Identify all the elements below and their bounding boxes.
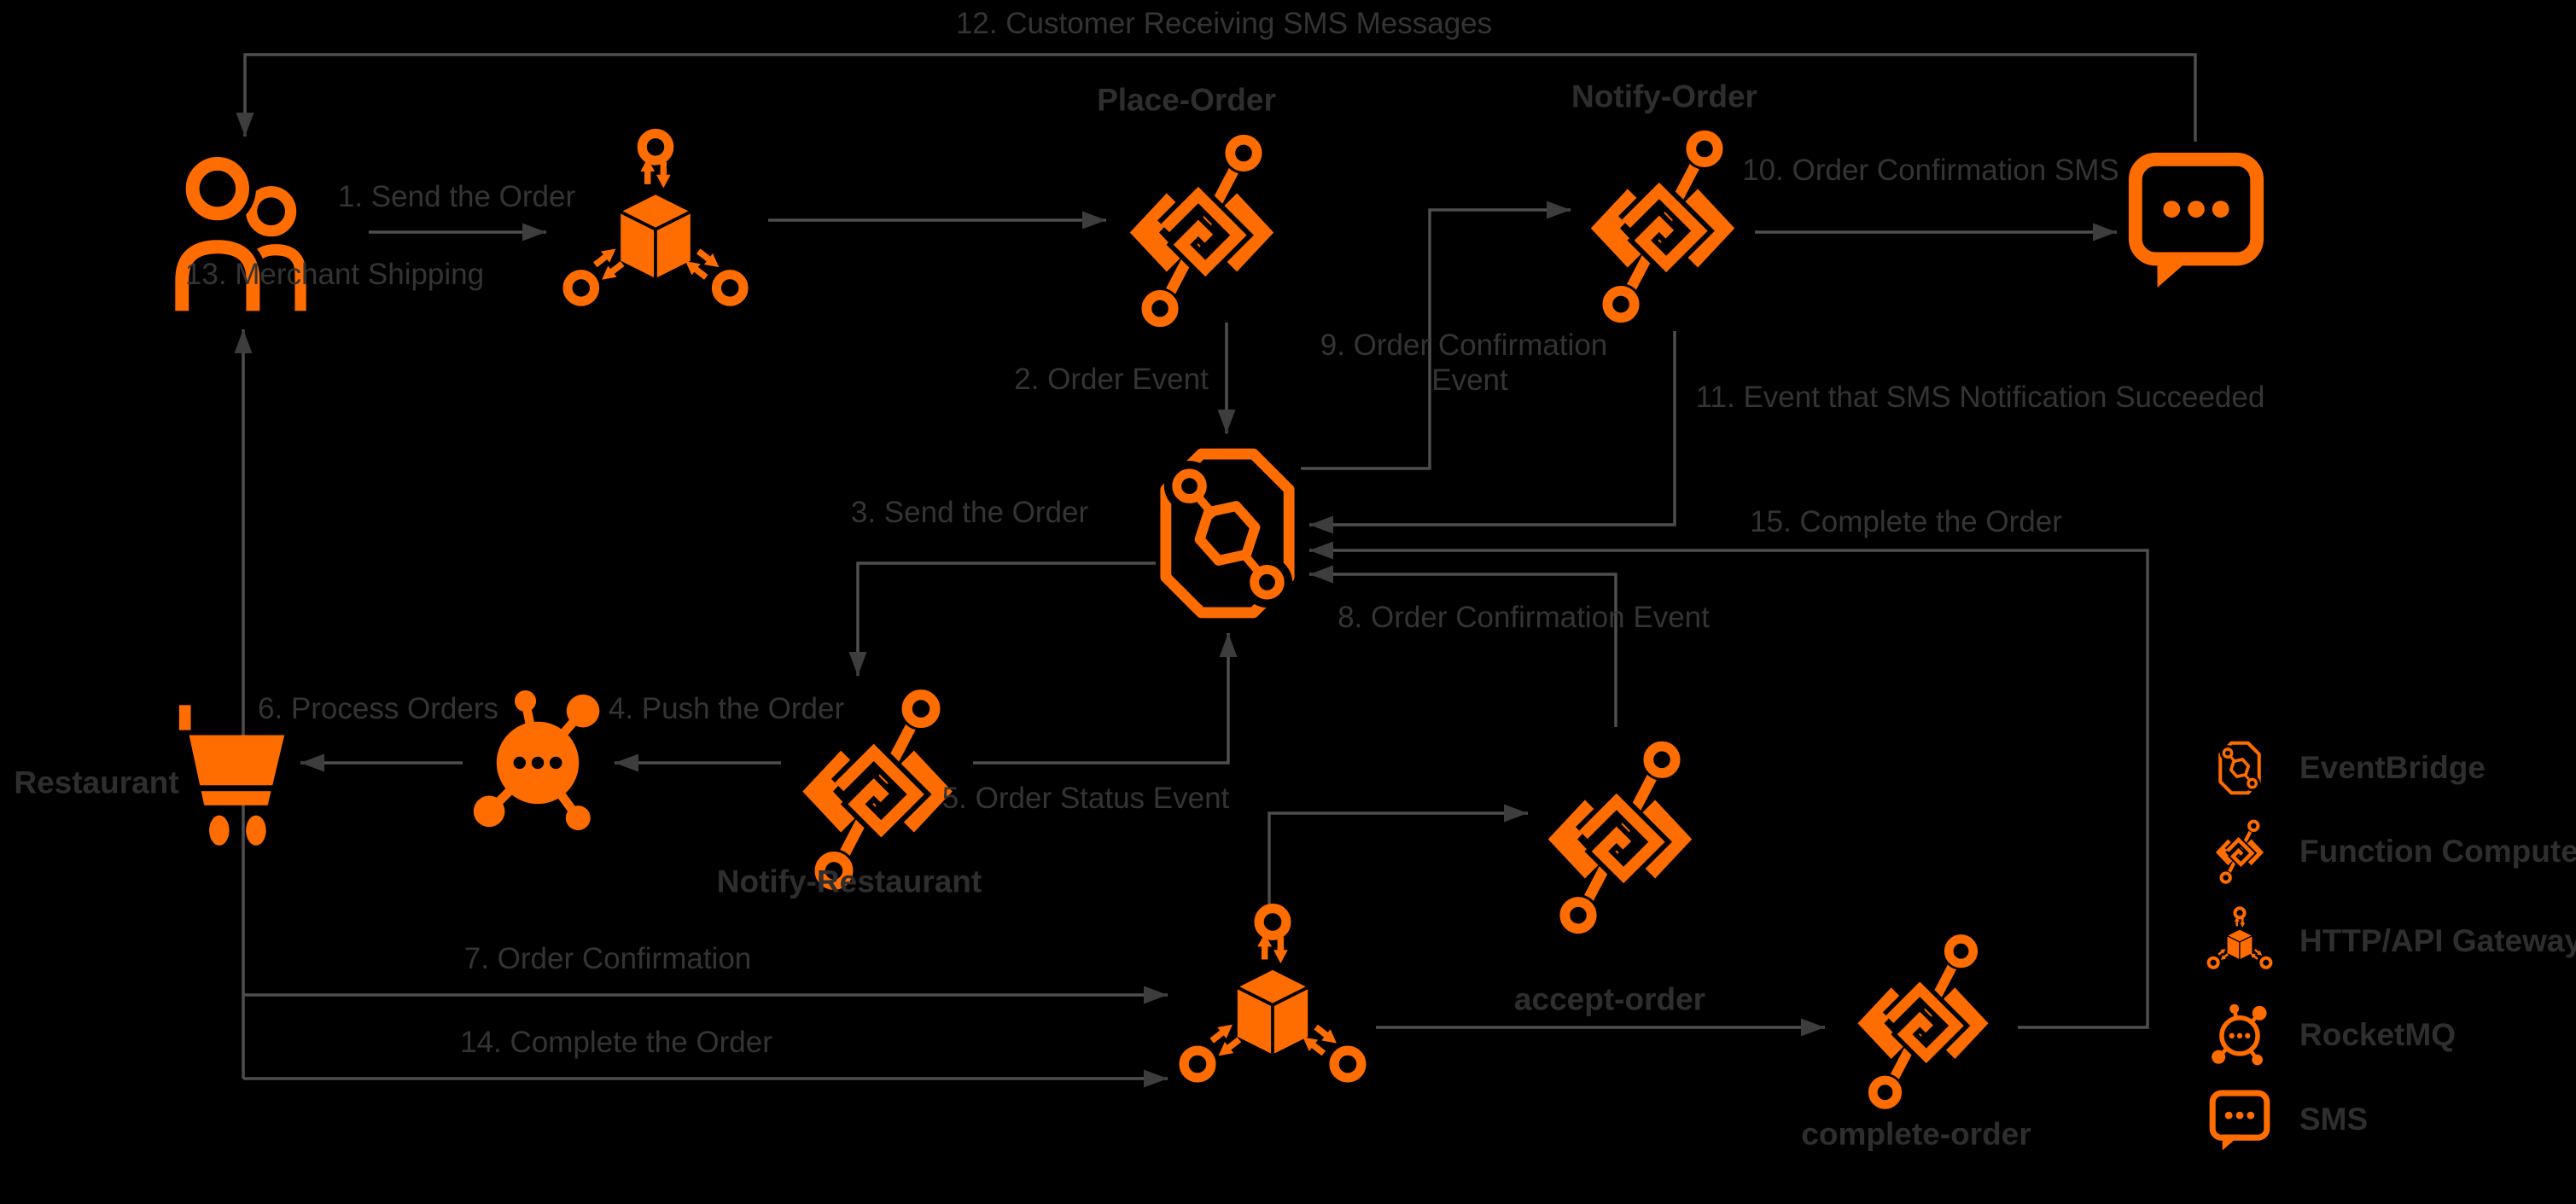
label-6-process-orders: 6. Process Orders (257, 691, 499, 725)
edge-order-status-event (973, 633, 1238, 765)
node-gateway-top (553, 128, 758, 326)
arrowhead (236, 113, 254, 137)
rocketmq-solid-icon (473, 690, 600, 831)
users-icon (171, 150, 306, 311)
node-gateway-bottom (1174, 903, 1371, 1102)
rocketmq-ring-icon (2212, 1003, 2267, 1066)
edge-gateway-to-place-order (768, 211, 1106, 230)
label-event: Event (1431, 363, 1508, 397)
node-customer (171, 143, 314, 321)
legend-label-eventbridge: EventBridge (2299, 750, 2486, 785)
label-8-order-confirmation-event: 8. Order Confirmation Event (1338, 600, 1710, 634)
sms-icon (2209, 1090, 2270, 1151)
legend-icon-rocketmq (2206, 1001, 2274, 1069)
arrowhead (234, 329, 253, 353)
arrowhead (1309, 565, 1333, 584)
arrowhead (615, 753, 638, 772)
arrowhead (1217, 410, 1236, 433)
edge-merchant-shipping-13 (234, 329, 253, 1079)
edge-order-event (1217, 323, 1236, 433)
label-1-send-the-order: 1. Send the Order (337, 179, 576, 213)
label-12-customer-receiving-sms-messages: 12. Customer Receiving SMS Messages (955, 6, 1493, 40)
legend-icon-eventbridge (2212, 740, 2268, 796)
legend-label-sms: SMS (2299, 1102, 2369, 1137)
legend-label-rocketmq: RocketMQ (2299, 1017, 2456, 1052)
arrowhead (300, 753, 324, 772)
arrowhead (2093, 223, 2117, 241)
arrowhead (1309, 541, 1333, 560)
node-place-order (1116, 128, 1287, 333)
label-3-send-the-order: 3. Send the Order (850, 495, 1089, 529)
edge-gateway-to-accept-order (1268, 804, 1528, 904)
api-gateway-icon (562, 128, 749, 306)
legend-label-function-compute: Function Compute (2299, 834, 2576, 869)
edge-order-confirmation-event-9 (1301, 201, 1571, 470)
label-notify-order: Notify-Order (1571, 79, 1757, 114)
edge-order-confirmation-event-8 (1309, 565, 1617, 727)
edge-complete-the-order-14 (243, 1069, 1168, 1088)
edge-customer-receiving-sms-12 (236, 53, 2197, 142)
arrowhead (1219, 633, 1238, 657)
label-15-complete-the-order: 15. Complete the Order (1750, 504, 2062, 538)
legend-icon-http-api-gateway (2205, 906, 2275, 976)
node-eventbridge (1156, 443, 1299, 624)
arrowhead (522, 223, 546, 241)
eventbridge-icon (1160, 448, 1295, 619)
node-notify-order (1577, 124, 1748, 329)
label-restaurant: Restaurant (14, 765, 179, 800)
label-13-merchant-shipping: 13. Merchant Shipping (184, 257, 485, 291)
label-place-order: Place-Order (1097, 82, 1276, 118)
function-compute-icon (1129, 131, 1274, 330)
label-9-order-confirmation: 9. Order Confirmation (1320, 328, 1608, 362)
label-2-order-event: 2. Order Event (1014, 362, 1209, 396)
label-10-order-confirmation-sms: 10. Order Confirmation SMS (1742, 153, 2119, 187)
node-rocketmq (468, 681, 608, 841)
arrowhead (1547, 201, 1571, 219)
edge-order-confirmation-7 (243, 986, 1168, 1004)
arrowhead (1082, 211, 1106, 230)
label-accept-order: accept-order (1513, 981, 1706, 1017)
api-gateway-icon (2206, 906, 2273, 969)
arrowhead (1144, 1069, 1168, 1088)
legend-icon-function-compute (2206, 817, 2274, 886)
arrowhead (848, 652, 867, 676)
node-complete-order (1833, 928, 2014, 1114)
function-compute-icon (1857, 932, 1989, 1112)
label-7-order-confirmation: 7. Order Confirmation (463, 941, 752, 975)
label-4-push-the-order: 4. Push the Order (608, 691, 845, 725)
edge-send-the-order (848, 561, 1156, 676)
eventbridge-icon (2218, 741, 2261, 795)
label-5-order-status-event: 5. Order Status Event (941, 781, 1230, 815)
node-notify-restaurant (787, 683, 968, 896)
arrowhead (1309, 515, 1333, 534)
edge-process-orders (300, 753, 463, 772)
label-14-complete-the-order: 14. Complete the Order (460, 1025, 772, 1059)
edge-order-confirmation-sms (1755, 223, 2117, 241)
edge-push-the-order (615, 753, 781, 772)
legend-icon-sms (2207, 1087, 2272, 1152)
arrowhead (1801, 1018, 1825, 1037)
edge-sms-succeeded-event-11 (1309, 331, 1676, 534)
node-restaurant-cart (172, 702, 294, 852)
label-notify-restaurant: Notify-Restaurant (716, 864, 982, 899)
function-compute-icon (1547, 738, 1693, 937)
function-compute-icon (802, 687, 953, 893)
sms-icon (2128, 152, 2264, 288)
edge-complete-the-order-15 (1309, 541, 2149, 1029)
function-compute-icon (1590, 127, 1735, 326)
arrowhead (1504, 804, 1528, 823)
edge-send-order (369, 223, 546, 241)
label-11-event-that-sms-notification-succeeded: 11. Event that SMS Notification Succeede… (1695, 380, 2265, 414)
cart-icon (178, 705, 285, 846)
label-complete-order: complete-order (1801, 1116, 2031, 1152)
api-gateway-icon (1179, 903, 1367, 1083)
arrowhead (1144, 986, 1168, 1004)
edge-gateway-to-complete-order (1376, 1018, 1825, 1037)
function-compute-icon (2215, 818, 2264, 885)
legend-label-http-api-gateway: HTTP/API Gateway (2299, 923, 2576, 958)
node-sms-top (2124, 145, 2269, 292)
node-accept-order (1536, 732, 1704, 942)
